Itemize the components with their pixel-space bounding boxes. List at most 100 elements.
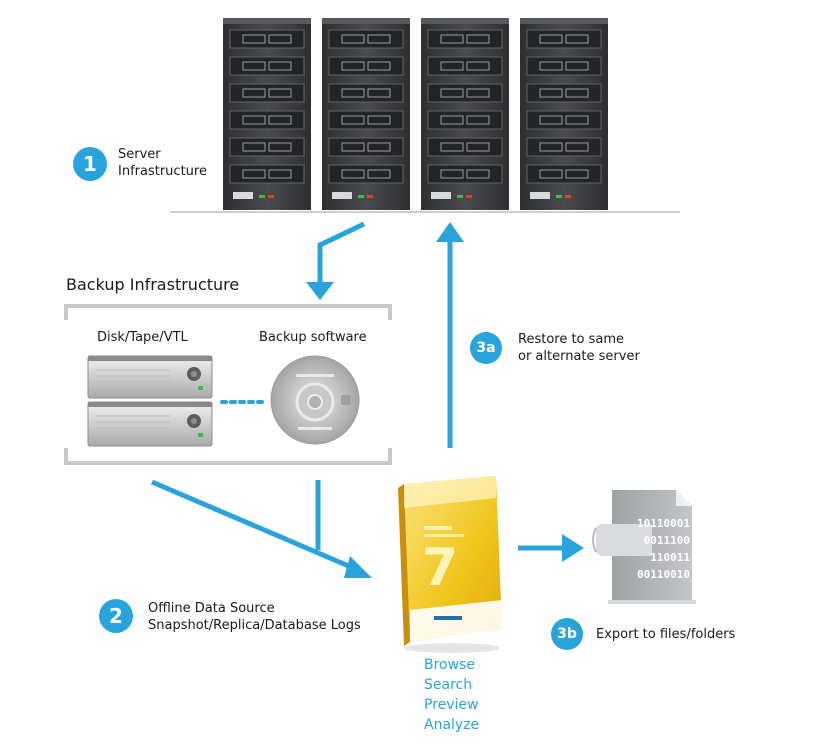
rack-status-light <box>457 195 463 198</box>
rack-slot <box>565 115 589 125</box>
step-1-label: Server Infrastructure <box>118 146 207 180</box>
backup-frame-top <box>64 304 392 320</box>
rack-slot <box>242 61 266 71</box>
rack-slot <box>367 115 391 125</box>
step-3a-line-1: Restore to same <box>518 332 625 347</box>
step-3a-label: Restore to same or alternate server <box>518 331 640 365</box>
binary-line: 0011100 <box>643 534 690 547</box>
rack-slot <box>367 34 391 44</box>
rack-slot <box>242 34 266 44</box>
arrow-restore-to-server <box>436 222 464 448</box>
rack-slot <box>242 88 266 98</box>
rack-slot <box>341 142 365 152</box>
step-2-label: Offline Data Source Snapshot/Replica/Dat… <box>148 600 361 634</box>
rack-port-panel <box>431 192 451 199</box>
arrow-server-to-backup <box>317 221 366 292</box>
server-rack-bays <box>229 29 602 199</box>
rack-slot <box>539 34 563 44</box>
rack-drive-bay <box>229 164 305 184</box>
action-browse: Browse <box>424 657 475 673</box>
rack-slot <box>539 169 563 179</box>
rack-status-light <box>565 195 571 198</box>
step-2-line-1: Offline Data Source <box>148 601 275 616</box>
rack-slot <box>367 142 391 152</box>
backup-frame-bottom <box>64 448 392 465</box>
rack-slot <box>565 34 589 44</box>
rack-slot <box>242 115 266 125</box>
rack-status-light <box>358 195 364 198</box>
binary-text: 10110001 0011100 110011 00110010 <box>620 515 690 583</box>
rack-drive-bay <box>229 110 305 130</box>
rack-drive-bay <box>229 83 305 103</box>
rack-slot <box>341 169 365 179</box>
rack-slot <box>440 115 464 125</box>
step-3a-badge: 3a <box>470 332 502 364</box>
backup-software-label: Backup software <box>259 330 367 345</box>
rack-slot <box>440 34 464 44</box>
rack-drive-bay <box>427 110 503 130</box>
rack-drive-bay <box>328 83 404 103</box>
rack-slot <box>268 34 292 44</box>
rack-slot <box>539 115 563 125</box>
step-2-line-2: Snapshot/Replica/Database Logs <box>148 618 361 633</box>
backup-software-disc-icon <box>270 355 360 445</box>
rack-slot <box>466 61 490 71</box>
rack-drive-bay <box>328 56 404 76</box>
step-3b-label: Export to files/folders <box>596 627 736 642</box>
rack-port-panel <box>332 192 352 199</box>
rack-slot <box>539 142 563 152</box>
rack-drive-bay <box>427 137 503 157</box>
rack-slot <box>367 169 391 179</box>
rack-drive-bay <box>427 164 503 184</box>
rack-slot <box>466 115 490 125</box>
disk-storage-icon <box>87 401 213 447</box>
rack-drive-bay <box>328 29 404 49</box>
rack-slot <box>268 61 292 71</box>
rack-slot <box>367 61 391 71</box>
rack-status-light <box>259 195 265 198</box>
rack-slot <box>565 88 589 98</box>
binary-line: 00110010 <box>637 568 690 581</box>
rack-slot <box>539 88 563 98</box>
step-3a-line-2: or alternate server <box>518 349 640 364</box>
rack-slot <box>539 61 563 71</box>
rack-drive-bay <box>229 29 305 49</box>
rack-slot <box>341 34 365 44</box>
rack-status-light <box>268 195 274 198</box>
rack-slot <box>268 88 292 98</box>
rack-port-panel <box>233 192 253 199</box>
rack-slot <box>565 169 589 179</box>
action-search: Search <box>424 677 473 693</box>
rack-drive-bay <box>427 56 503 76</box>
rack-slot <box>466 142 490 152</box>
rack-slot <box>440 88 464 98</box>
rack-drive-bay <box>229 56 305 76</box>
rack-slot <box>341 88 365 98</box>
rack-slot <box>565 142 589 152</box>
rack-slot <box>242 169 266 179</box>
rack-slot <box>466 169 490 179</box>
rack-slot <box>341 61 365 71</box>
rack-slot <box>268 169 292 179</box>
backup-infrastructure-title: Backup Infrastructure <box>66 275 240 294</box>
product-box-icon <box>398 476 502 653</box>
rack-slot <box>565 61 589 71</box>
rack-slot <box>268 115 292 125</box>
rack-slot <box>367 88 391 98</box>
rack-drive-bay <box>526 110 602 130</box>
rack-drive-bay <box>526 56 602 76</box>
product-actions-list: Browse Search Preview Analyze <box>424 655 479 735</box>
rack-slot <box>440 61 464 71</box>
disk-tape-vtl-label: Disk/Tape/VTL <box>97 330 188 345</box>
rack-slot <box>440 169 464 179</box>
rack-drive-bay <box>427 29 503 49</box>
step-1-line-2: Infrastructure <box>118 164 207 179</box>
binary-line: 110011 <box>650 551 690 564</box>
rack-slot <box>242 142 266 152</box>
rack-port-panel <box>530 192 550 199</box>
step-3b-badge: 3b <box>551 618 583 650</box>
disk-storage-icon <box>87 355 213 399</box>
action-preview: Preview <box>424 697 479 713</box>
binary-line: 10110001 <box>637 517 690 530</box>
